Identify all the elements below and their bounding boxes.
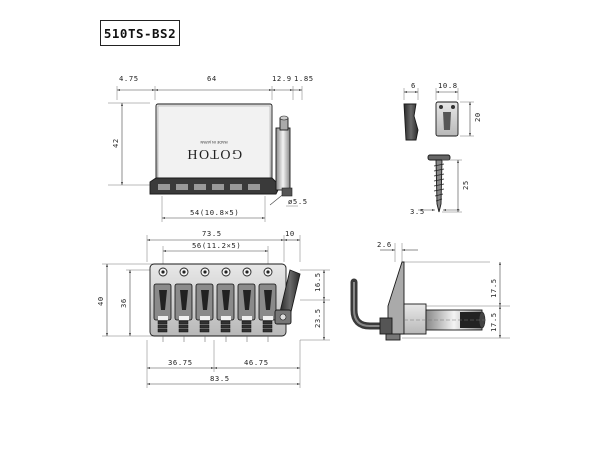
intonation-springs — [157, 320, 273, 333]
dim-screw-a: 6 — [411, 81, 416, 90]
arm-post — [275, 127, 291, 191]
dim-side-c: 17.5 — [489, 312, 498, 332]
dim-front-total: 83.5 — [210, 374, 230, 383]
top-view: 4.75 64 12.9 1.85 42 54(10.8×5) ø5.5 GOT… — [108, 74, 314, 222]
top-view-dimension-lines — [108, 86, 303, 222]
dim-top-spacing: 54(10.8×5) — [190, 208, 239, 217]
dim-post-diameter: ø5.5 — [288, 197, 308, 206]
dim-front-h1: 40 — [96, 296, 105, 306]
dim-screw-len: 25 — [461, 180, 470, 190]
dim-top-r2: 1.85 — [294, 74, 314, 83]
dim-screw-h: 20 — [473, 112, 482, 122]
dim-screw-d: 3.5 — [410, 207, 425, 216]
dim-front-h3: 16.5 — [313, 272, 322, 292]
dim-front-h2: 36 — [119, 298, 128, 308]
dim-screw-b: 10.8 — [438, 81, 458, 90]
dim-top-r1: 12.9 — [272, 74, 292, 83]
side-view: 2.6 17.5 17.5 — [350, 240, 510, 341]
dim-top-width: 64 — [207, 74, 217, 83]
mounting-screw-head — [427, 154, 451, 161]
front-view-dimension-lines — [102, 235, 330, 388]
dim-side-a: 2.6 — [377, 240, 392, 249]
dim-front-b2: 46.75 — [244, 358, 269, 367]
dim-top-height: 42 — [111, 138, 120, 148]
dim-front-h4: 23.5 — [313, 308, 322, 328]
model-title: 510TS-BS2 — [100, 20, 180, 46]
logo-subtext: MADE IN JAPAN — [200, 140, 227, 144]
screw-detail: 6 10.8 20 25 3.5 — [403, 81, 482, 216]
dim-front-b1: 36.75 — [168, 358, 193, 367]
mounting-screw-shaft — [435, 159, 443, 213]
gotoh-logo: GOTOH — [186, 146, 242, 161]
dim-top-left: 4.75 — [119, 74, 139, 83]
dim-side-b: 17.5 — [489, 278, 498, 298]
dim-front-width: 73.5 — [202, 229, 222, 238]
dim-front-spacing: 56(11.2×5) — [192, 241, 241, 250]
sustain-block-side — [403, 303, 427, 335]
arm-collar-side — [403, 103, 419, 141]
front-view: 73.5 10 56(11.2×5) 40 36 16.5 23.5 36.75… — [96, 229, 330, 388]
dim-front-r: 10 — [285, 229, 295, 238]
